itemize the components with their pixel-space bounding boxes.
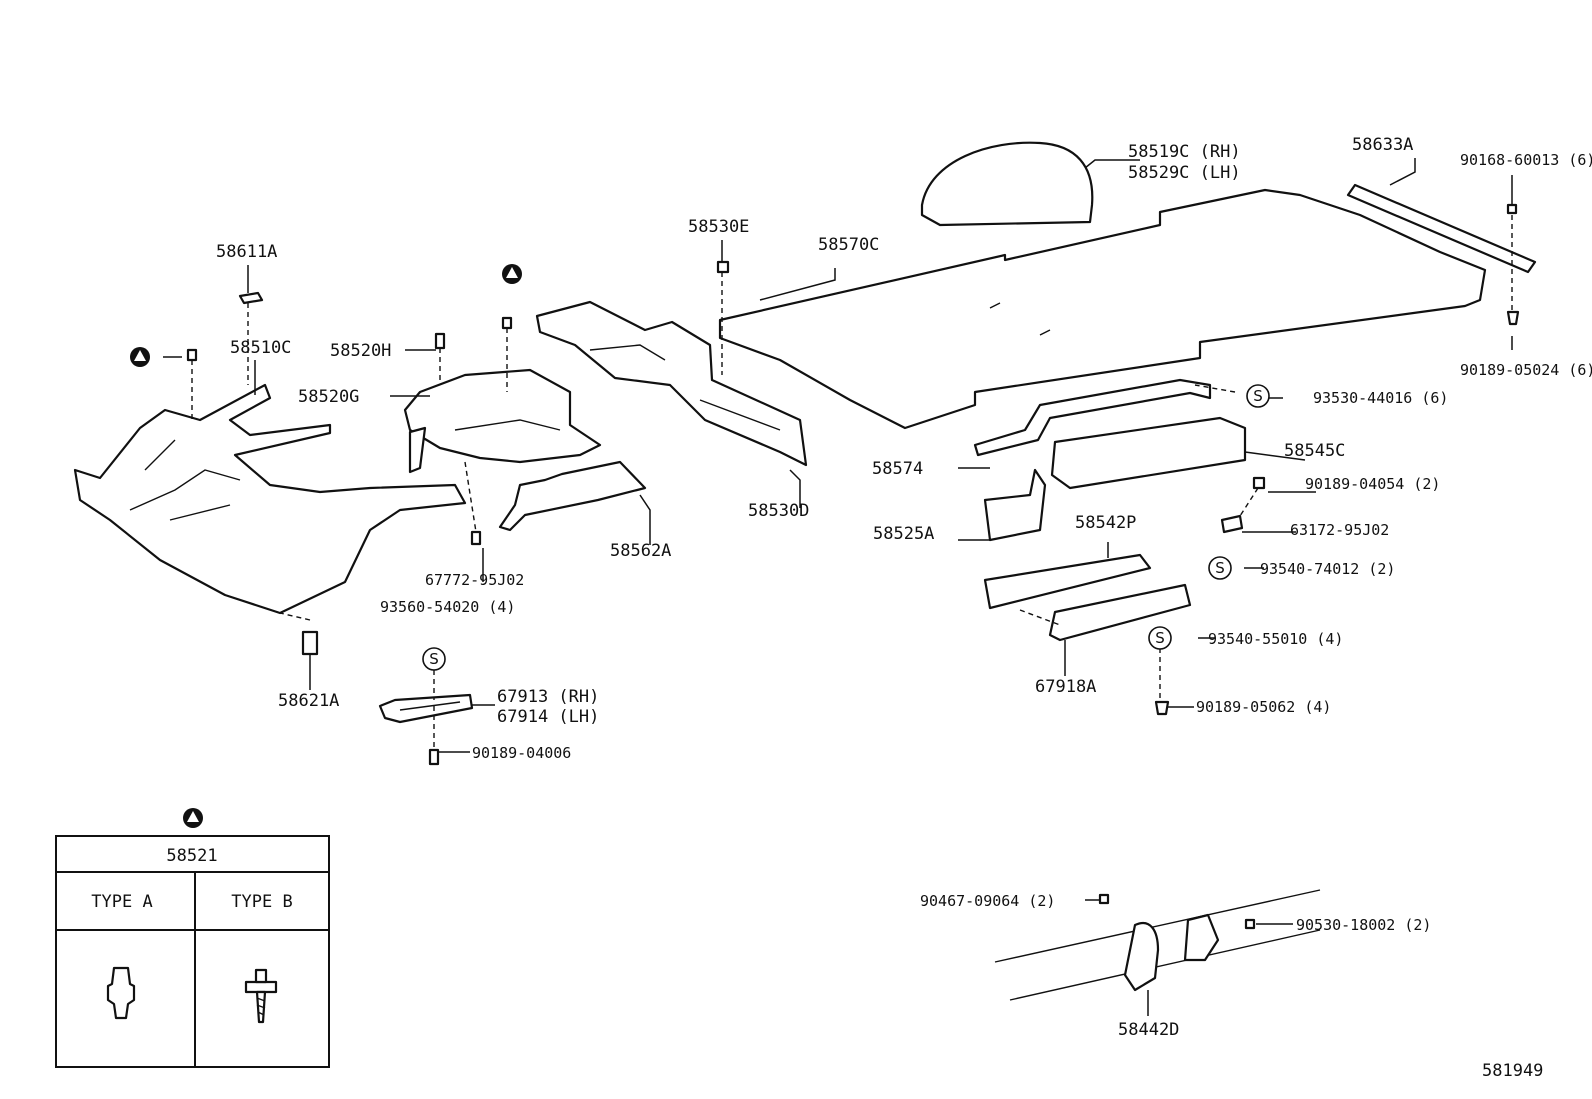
label-58545c: 58545C bbox=[1284, 441, 1345, 461]
label-67913: 67913 (RH) bbox=[497, 687, 599, 707]
front-carpet-part bbox=[73, 383, 467, 615]
label-67918a: 67918A bbox=[1035, 677, 1096, 697]
label-93540-55010: 93540-55010 (4) bbox=[1208, 630, 1343, 648]
label-58520h: 58520H bbox=[330, 341, 391, 361]
clip-58611a-part bbox=[238, 291, 264, 305]
label-58510c: 58510C bbox=[230, 338, 291, 358]
side-pad-part bbox=[1050, 416, 1247, 490]
fastener-bolts bbox=[186, 203, 1520, 930]
table-type-a-header: TYPE A bbox=[91, 892, 152, 912]
fastener-type-table: 58521 TYPE A TYPE B bbox=[55, 835, 330, 1068]
label-90530-18002: 90530-18002 (2) bbox=[1296, 916, 1431, 934]
label-58525a: 58525A bbox=[873, 524, 934, 544]
rear-floor-carpet-part bbox=[403, 368, 602, 474]
scuff-plate-part bbox=[1048, 583, 1192, 642]
s-mark-symbol-2: S bbox=[1208, 556, 1232, 580]
label-58611a: 58611A bbox=[216, 242, 277, 262]
label-67772-95j02: 67772-95J02 bbox=[425, 571, 524, 589]
label-93540-74012: 93540-74012 (2) bbox=[1260, 560, 1395, 578]
figure-number: 581949 bbox=[1482, 1061, 1543, 1081]
label-93530-44016: 93530-44016 (6) bbox=[1313, 389, 1448, 407]
label-90168-60013: 90168-60013 (6) bbox=[1460, 151, 1592, 169]
label-58529c: 58529C (LH) bbox=[1128, 163, 1241, 183]
label-90467-09064: 90467-09064 (2) bbox=[920, 892, 1055, 910]
label-93560-54020: 93560-54020 (4) bbox=[380, 598, 515, 616]
label-58530e: 58530E bbox=[688, 217, 749, 237]
type-b-screw-icon bbox=[244, 968, 278, 1024]
label-58574: 58574 bbox=[872, 459, 923, 479]
s-mark-symbol-3: S bbox=[1148, 626, 1172, 650]
svg-text:S: S bbox=[1253, 387, 1263, 405]
label-58570c: 58570C bbox=[818, 235, 879, 255]
side-strip-part bbox=[973, 378, 1212, 457]
label-58562a: 58562A bbox=[610, 541, 671, 561]
s-mark-symbol-4: S bbox=[422, 647, 446, 671]
label-58621a: 58621A bbox=[278, 691, 339, 711]
label-90189-05024: 90189-05024 (6) bbox=[1460, 361, 1592, 379]
label-58633a: 58633A bbox=[1352, 135, 1413, 155]
label-58542p: 58542P bbox=[1075, 513, 1136, 533]
triangle-marker-icon-2 bbox=[502, 264, 522, 284]
label-63172-95j02: 63172-95J02 bbox=[1290, 521, 1389, 539]
corner-pad-part bbox=[983, 468, 1047, 542]
tunnel-cover-part bbox=[535, 300, 808, 467]
triangle-marker-icon-3 bbox=[183, 808, 203, 828]
label-67914: 67914 (LH) bbox=[497, 707, 599, 727]
svg-text:S: S bbox=[1215, 559, 1225, 577]
clip-58621a-part bbox=[301, 630, 319, 656]
table-type-b-header: TYPE B bbox=[231, 892, 292, 912]
table-part-number: 58521 bbox=[166, 846, 217, 866]
cover-58442d-part bbox=[994, 889, 1321, 1001]
label-58519c: 58519C (RH) bbox=[1128, 142, 1241, 162]
type-a-clip-icon bbox=[106, 966, 136, 1020]
label-58442d: 58442D bbox=[1118, 1020, 1179, 1040]
triangle-marker-icon-1 bbox=[130, 347, 150, 367]
label-90189-05062: 90189-05062 (4) bbox=[1196, 698, 1331, 716]
label-90189-04006: 90189-04006 bbox=[472, 744, 571, 762]
label-90189-04054: 90189-04054 (2) bbox=[1305, 475, 1440, 493]
leader-lines bbox=[163, 158, 1513, 1016]
s-mark-symbol-1: S bbox=[1246, 384, 1270, 408]
floor-pad-part bbox=[498, 460, 647, 532]
label-58520g: 58520G bbox=[298, 387, 359, 407]
wheelhouse-cover-part bbox=[920, 141, 1094, 227]
svg-text:S: S bbox=[1155, 629, 1165, 647]
assembly-dashed-lines bbox=[191, 215, 1513, 750]
label-58530d: 58530D bbox=[748, 501, 809, 521]
step-pad-part bbox=[983, 553, 1152, 610]
svg-text:S: S bbox=[429, 650, 439, 668]
front-scuff-plate-part bbox=[378, 693, 474, 724]
part-labels: 58519C (RH) 58529C (LH) 58633A 90168-600… bbox=[216, 135, 1592, 1040]
floor-mat-part bbox=[718, 188, 1487, 430]
rear-strip-part bbox=[1346, 183, 1537, 274]
